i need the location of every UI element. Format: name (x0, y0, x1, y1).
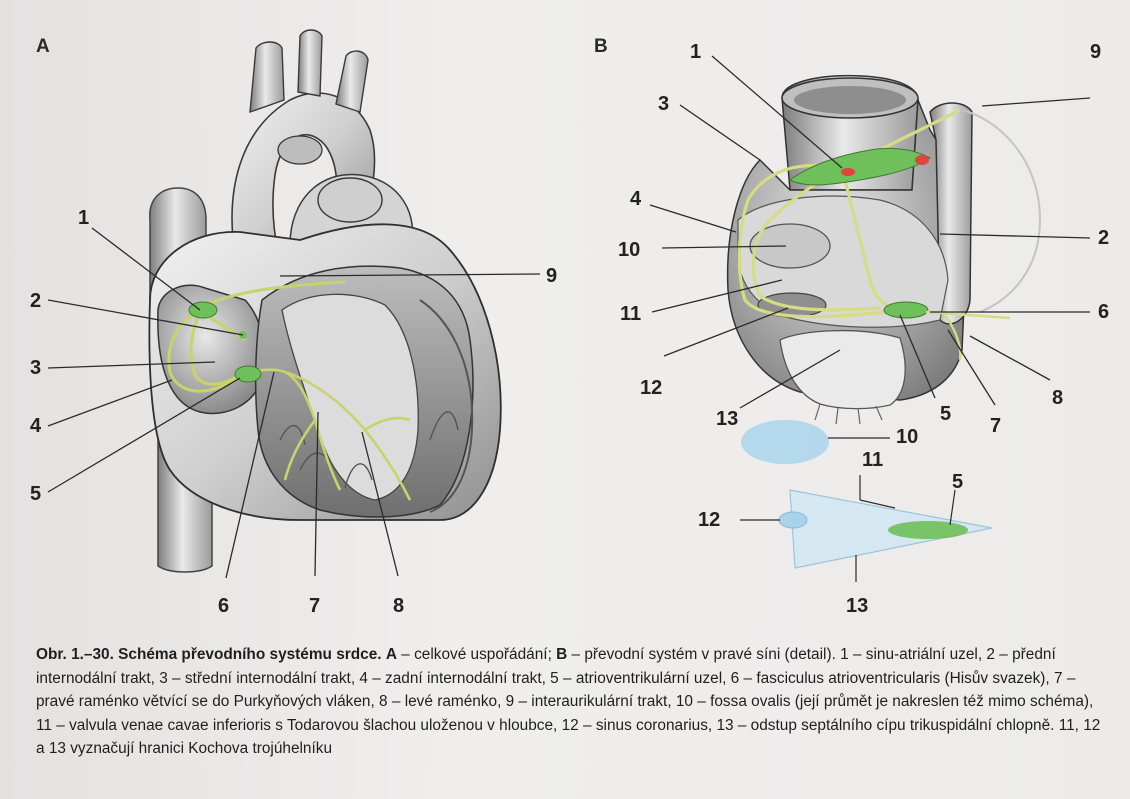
brachiocephalic-trunk (250, 42, 284, 112)
label-b-5: 5 (940, 403, 951, 425)
coronary-sinus-projection (779, 512, 807, 528)
caption-letter-a: A (386, 646, 397, 663)
tricuspid-leaflet-b (780, 331, 905, 409)
label-a-7: 7 (309, 595, 320, 617)
panel-a-heart: 1 2 3 4 5 6 7 8 9 (30, 30, 557, 617)
aortic-valve-ring (278, 136, 322, 164)
label-a-3: 3 (30, 357, 41, 379)
av-node-projection (888, 521, 968, 539)
label-inset-13: 13 (846, 595, 868, 617)
interauricular-tract-b (962, 110, 1040, 312)
sa-node-marker-b1 (841, 168, 855, 176)
label-b-10: 10 (618, 239, 640, 261)
label-b-1: 1 (690, 41, 701, 63)
label-inset-5: 5 (952, 471, 963, 493)
label-b-12: 12 (640, 377, 662, 399)
svc-lumen-b (794, 86, 906, 114)
label-b-9: 9 (1090, 41, 1101, 63)
subclavian-artery (336, 51, 368, 112)
label-b-7: 7 (990, 415, 1001, 437)
carotid-artery (298, 30, 322, 96)
label-b-13: 13 (716, 408, 738, 430)
label-inset-11: 11 (862, 449, 883, 471)
fossa-ovalis-projection (741, 420, 829, 464)
label-b-8: 8 (1052, 387, 1063, 409)
label-a-6: 6 (218, 595, 229, 617)
koch-triangle-inset: 10 11 5 12 13 (698, 420, 992, 617)
caption-a-text: – celkové uspořádání; (397, 646, 556, 663)
caption-title: Obr. 1.–30. Schéma převodního systému sr… (36, 646, 382, 663)
label-b-6: 6 (1098, 301, 1109, 323)
sa-node-marker-b2 (915, 155, 929, 165)
panel-b-atrium: 1 3 4 10 11 12 13 9 2 6 8 7 5 (618, 41, 1109, 437)
caption-letter-b: B (556, 646, 567, 663)
label-b-4: 4 (630, 188, 642, 210)
figure-caption: Obr. 1.–30. Schéma převodního systému sr… (36, 643, 1106, 761)
av-node-a (235, 366, 261, 382)
pulmonary-valve-ring (318, 178, 382, 222)
label-a-8: 8 (393, 595, 404, 617)
label-a-4: 4 (30, 415, 42, 437)
label-a-1: 1 (78, 207, 89, 229)
label-a-5: 5 (30, 483, 41, 505)
label-inset-10: 10 (896, 426, 918, 448)
conduction-system-figure: 1 2 3 4 5 6 7 8 9 (0, 0, 1130, 640)
label-inset-12: 12 (698, 509, 720, 531)
av-node-b (884, 302, 928, 318)
label-a-9: 9 (546, 265, 557, 287)
label-b-2: 2 (1098, 227, 1109, 249)
label-a-2: 2 (30, 290, 41, 312)
label-b-11: 11 (620, 303, 641, 325)
label-b-3: 3 (658, 93, 669, 115)
